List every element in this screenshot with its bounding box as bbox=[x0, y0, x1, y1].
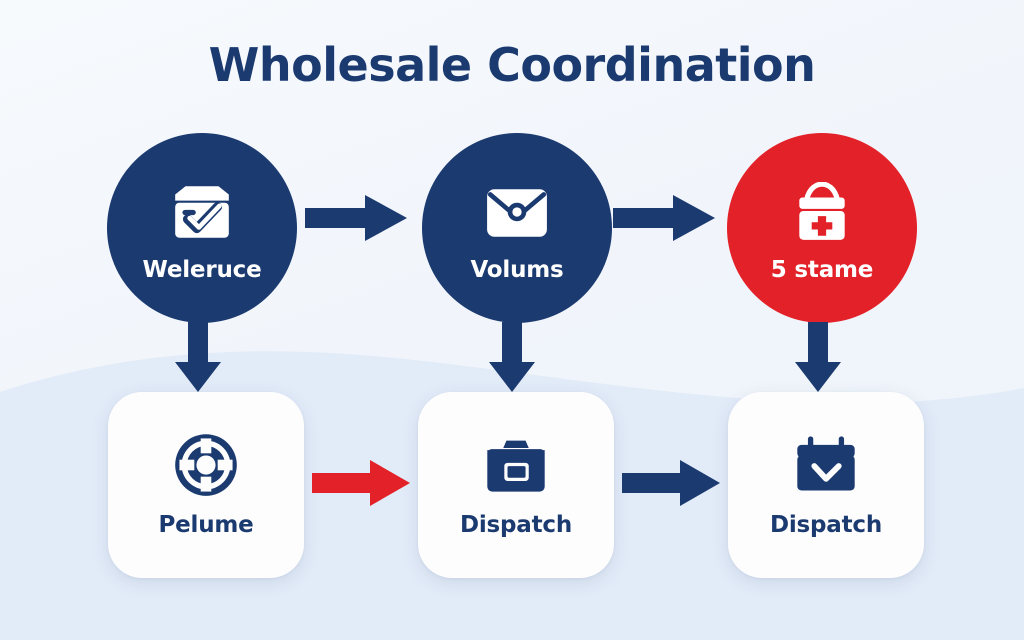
toolbox-icon bbox=[480, 432, 552, 498]
arrow-weleruce-to-pelume bbox=[172, 322, 224, 399]
flow-node-label: Dispatch bbox=[459, 512, 573, 538]
calendar-check-icon bbox=[790, 432, 862, 498]
page-title: Wholesale Coordination bbox=[208, 38, 816, 92]
gear-icon bbox=[170, 432, 242, 498]
flow-node-dispatch-calendar[interactable]: Dispatch bbox=[728, 392, 924, 578]
envelope-icon bbox=[480, 179, 554, 247]
package-check-icon bbox=[165, 179, 239, 247]
flow-node-label: Dispatch bbox=[769, 512, 883, 538]
arrow-dispatch-to-dispatch bbox=[622, 458, 722, 513]
flow-node-dispatch-toolbox[interactable]: Dispatch bbox=[418, 392, 614, 578]
flow-node-label: Pelume bbox=[158, 512, 254, 538]
flow-node-label: Volums bbox=[470, 257, 564, 283]
arrow-weleruce-to-volums bbox=[305, 192, 409, 249]
flow-node-pelume[interactable]: Pelume bbox=[108, 392, 304, 578]
arrow-volums-to-5-stame bbox=[613, 192, 717, 249]
flow-node-label: Weleruce bbox=[142, 257, 262, 283]
flow-node-5-stame[interactable]: 5 stame bbox=[727, 133, 917, 323]
arrow-volums-to-dispatch bbox=[486, 322, 538, 399]
first-aid-kit-icon bbox=[785, 179, 859, 247]
flow-node-label: 5 stame bbox=[770, 257, 874, 283]
arrow-5-stame-to-dispatch bbox=[792, 322, 844, 399]
flow-node-weleruce[interactable]: Weleruce bbox=[107, 133, 297, 323]
flow-node-volums[interactable]: Volums bbox=[422, 133, 612, 323]
arrow-pelume-to-dispatch bbox=[312, 458, 412, 513]
